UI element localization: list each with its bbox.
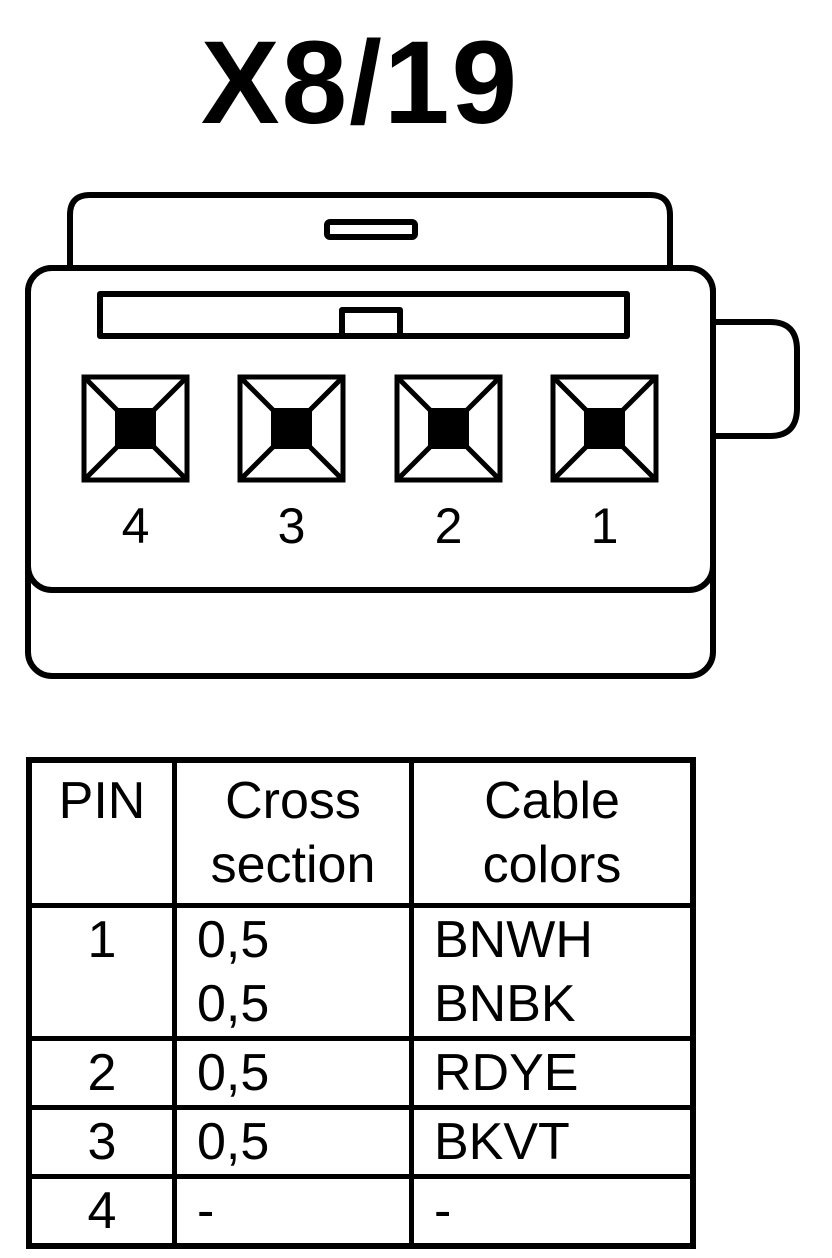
- pin-label-2: 2: [435, 498, 463, 554]
- cell-pin: 1: [26, 903, 177, 1041]
- header-pin: PIN: [26, 757, 177, 908]
- pin-cavity-2: [394, 374, 503, 483]
- cell-pin: 4: [26, 1174, 177, 1249]
- pin-label-4: 4: [122, 498, 150, 554]
- table-header-row: PIN Cross section Cable colors: [26, 757, 696, 908]
- pin-contact-1: [584, 408, 625, 449]
- cell-cable-colors: BKVT: [409, 1105, 696, 1179]
- pin-contact-4: [115, 408, 156, 449]
- pin-cavity-3: [237, 374, 346, 483]
- pin-contact-3: [271, 408, 312, 449]
- cell-cross-section: 0,5: [172, 1036, 414, 1110]
- cell-pin: 3: [26, 1105, 177, 1179]
- latch-slot: [324, 219, 418, 240]
- connector-face: [25, 265, 716, 593]
- cell-cable-colors: RDYE: [409, 1036, 696, 1110]
- pin-cavity-4: [81, 374, 190, 483]
- header-cable-colors: Cable colors: [409, 757, 696, 908]
- cell-cross-section: -: [172, 1174, 414, 1249]
- pin-cavity-1: [550, 374, 659, 483]
- keying-notch: [339, 307, 403, 339]
- connector-title: X8/19: [200, 17, 520, 149]
- cell-pin: 2: [26, 1036, 177, 1110]
- pin-label-1: 1: [591, 498, 619, 554]
- pin-contact-2: [428, 408, 469, 449]
- table-row: 4--: [26, 1174, 696, 1249]
- connector-drawing: 4 3 2 1: [25, 192, 800, 679]
- header-cross-section: Cross section: [172, 757, 414, 908]
- connector-side-lug: [713, 319, 800, 439]
- pin-label-3: 3: [278, 498, 306, 554]
- cell-cable-colors: -: [409, 1174, 696, 1249]
- cell-cross-section: 0,5: [172, 1105, 414, 1179]
